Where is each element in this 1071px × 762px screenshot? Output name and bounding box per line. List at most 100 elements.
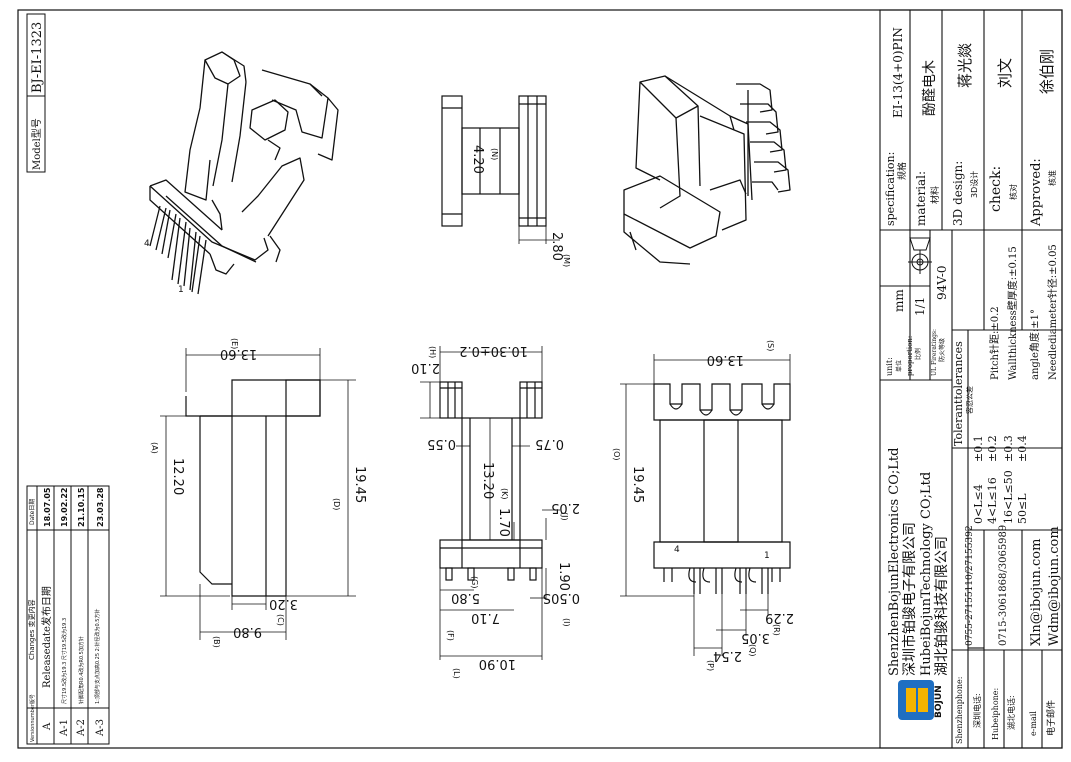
- v1-width: 13.60: [220, 346, 257, 361]
- tol-value: ±0.3: [1002, 435, 1015, 462]
- spec-label: specification:: [884, 152, 897, 226]
- v2-pin: 1.90: [556, 562, 571, 591]
- v2-left: 0.55: [427, 436, 456, 451]
- v1-right: 19.45: [352, 466, 367, 503]
- unit-cn: 单位: [895, 360, 903, 372]
- v1-right-tag: (D): [332, 498, 341, 510]
- v2-base: 2.05: [551, 500, 580, 515]
- v1-c: 3.20: [269, 596, 298, 611]
- changes-header-ver: Versionnumber版号: [29, 694, 36, 742]
- v3-r-tag: (R): [772, 624, 781, 636]
- design-cn: 3D设计: [969, 171, 979, 198]
- v3-q: 3.05: [741, 630, 770, 645]
- material-label: material:: [914, 171, 928, 226]
- iso1-pin4-label: 4: [144, 239, 150, 249]
- v3-height: 19.45: [630, 466, 645, 503]
- change-row-ver: A-1: [59, 719, 70, 737]
- top-dim-a-tag: (N): [490, 148, 499, 160]
- email-cn: 电子邮件: [1045, 700, 1057, 736]
- projection-symbol-icon: [908, 237, 932, 274]
- change-row-text: 针脚配角R0.4改为R0.5加方针: [78, 636, 85, 704]
- tol-range: 50≤L: [1016, 493, 1029, 524]
- email-1: Xln@ibojun.com: [1029, 539, 1044, 646]
- v3-pin4: 4: [674, 545, 680, 555]
- hb-phone: 0715-3061868/3065989: [998, 525, 1009, 646]
- top-dim-b: 2.80: [549, 232, 564, 261]
- v3-height-tag: (O): [612, 448, 621, 461]
- check-value: 刘文: [996, 58, 1014, 88]
- hb-phone-cn: 湖北电话:: [1006, 695, 1016, 730]
- unit-value: mm: [892, 289, 906, 312]
- top-dim-a: 4.20: [470, 145, 485, 174]
- v1-width-tag: (E): [230, 338, 239, 349]
- isometric-view-1: [149, 51, 339, 295]
- company-name-4: 湖北铂骏科技有限公司: [934, 536, 950, 676]
- approved-value: 徐伯刚: [1038, 49, 1056, 94]
- sz-phone: 0755-27155110/27155392: [965, 525, 975, 646]
- v2-f: 7.10: [471, 610, 500, 625]
- angle-tolerance: angle角度:±1°: [1028, 309, 1041, 380]
- design-value: 蒋光燚: [956, 43, 974, 88]
- approved-cn: 核准: [1047, 170, 1057, 186]
- v2-g: 5.80: [451, 590, 480, 605]
- company-name-1: ShenzhenBojunElectronics CO;Ltd: [887, 448, 902, 676]
- v2-gap: 1.70: [496, 508, 511, 537]
- change-row-date: 18.07.05: [43, 487, 52, 527]
- v2-l-tag: (L): [452, 668, 461, 679]
- spec-cn: 规格: [896, 162, 908, 180]
- v2-g-tag: (G): [470, 576, 479, 588]
- v3-p-tag: (P): [706, 660, 715, 671]
- proportion-label: proportion:: [906, 336, 914, 376]
- spec-value: EI-13(4+0)PIN: [891, 27, 905, 118]
- tol-value: ±0.2: [986, 435, 999, 462]
- v2-i-tag: (I): [562, 618, 571, 627]
- v2-right: 0.75: [535, 436, 564, 451]
- company-name-2: 深圳市铂骏电子有限公司: [901, 522, 918, 676]
- v2-height-tag: (K): [500, 488, 509, 500]
- v1-left-tag: (A): [150, 442, 159, 454]
- proportion-cn: 比例: [914, 348, 922, 360]
- v3-width-tag: (S): [766, 340, 775, 351]
- change-row-date: 21.10.15: [77, 487, 86, 527]
- unit-label: unit:: [885, 357, 894, 376]
- tol-value: ±0.1: [972, 435, 985, 462]
- change-row-ver: A-2: [76, 719, 87, 737]
- v1-c-tag: (C): [276, 614, 285, 626]
- top-dim-b-tag: (M): [562, 254, 571, 267]
- model-label: Model型号: [30, 118, 43, 170]
- v1-b: 9.80: [233, 624, 262, 639]
- ul-label: UL Fireratings:: [931, 329, 938, 376]
- pitch-tolerance: Pitch针距:±0.2: [988, 306, 1001, 380]
- isometric-view-2: [623, 75, 791, 265]
- front-view-3: [620, 354, 791, 656]
- email-label: e-mail: [1029, 711, 1038, 736]
- v2-top: 10.30±0.2: [459, 343, 528, 358]
- change-row-ver: A-3: [95, 719, 106, 737]
- tol-cn: 容忍公差: [965, 386, 974, 414]
- change-row-text: Releasedate发布日期: [40, 586, 53, 688]
- sz-phone-label: Shenzhenphone:: [955, 677, 964, 744]
- approved-label: Approved:: [1029, 158, 1044, 227]
- tol-range: 16<L≤50: [1002, 470, 1015, 524]
- changes-header-change: Changes 变更内容: [27, 599, 36, 660]
- v2-i: 0.50S: [543, 590, 580, 605]
- v3-r: 2.29: [765, 610, 794, 625]
- changes-header-date: Date日期: [28, 499, 36, 525]
- front-view-2: [420, 346, 560, 660]
- v2-base-tag: (J): [560, 512, 569, 521]
- v3-q-tag: (Q): [748, 644, 757, 657]
- design-label: 3D design:: [951, 161, 965, 226]
- tol-range: 4<L≤16: [986, 477, 999, 524]
- ul-cn: 防火等级: [938, 338, 946, 362]
- change-row-date: 23.03.28: [96, 487, 105, 527]
- changes-table: Versionnumber版号 Changes 变更内容 Date日期 A Re…: [26, 485, 110, 745]
- top-view: [441, 95, 560, 244]
- tol-title: Toleranttolerances: [952, 341, 965, 446]
- front-view-1: [160, 348, 356, 640]
- wall-tolerance: Wallthickness壁厚度:±0.15: [1006, 246, 1019, 380]
- change-row-text: 1:顶部与支点加高0.25 2:针径改为0.5方针: [94, 609, 101, 704]
- v3-p: 2.54: [713, 648, 742, 663]
- sz-phone-cn: 深圳电话:: [972, 693, 982, 728]
- proportion-value: 1/1: [913, 297, 927, 316]
- title-block: [879, 9, 1063, 749]
